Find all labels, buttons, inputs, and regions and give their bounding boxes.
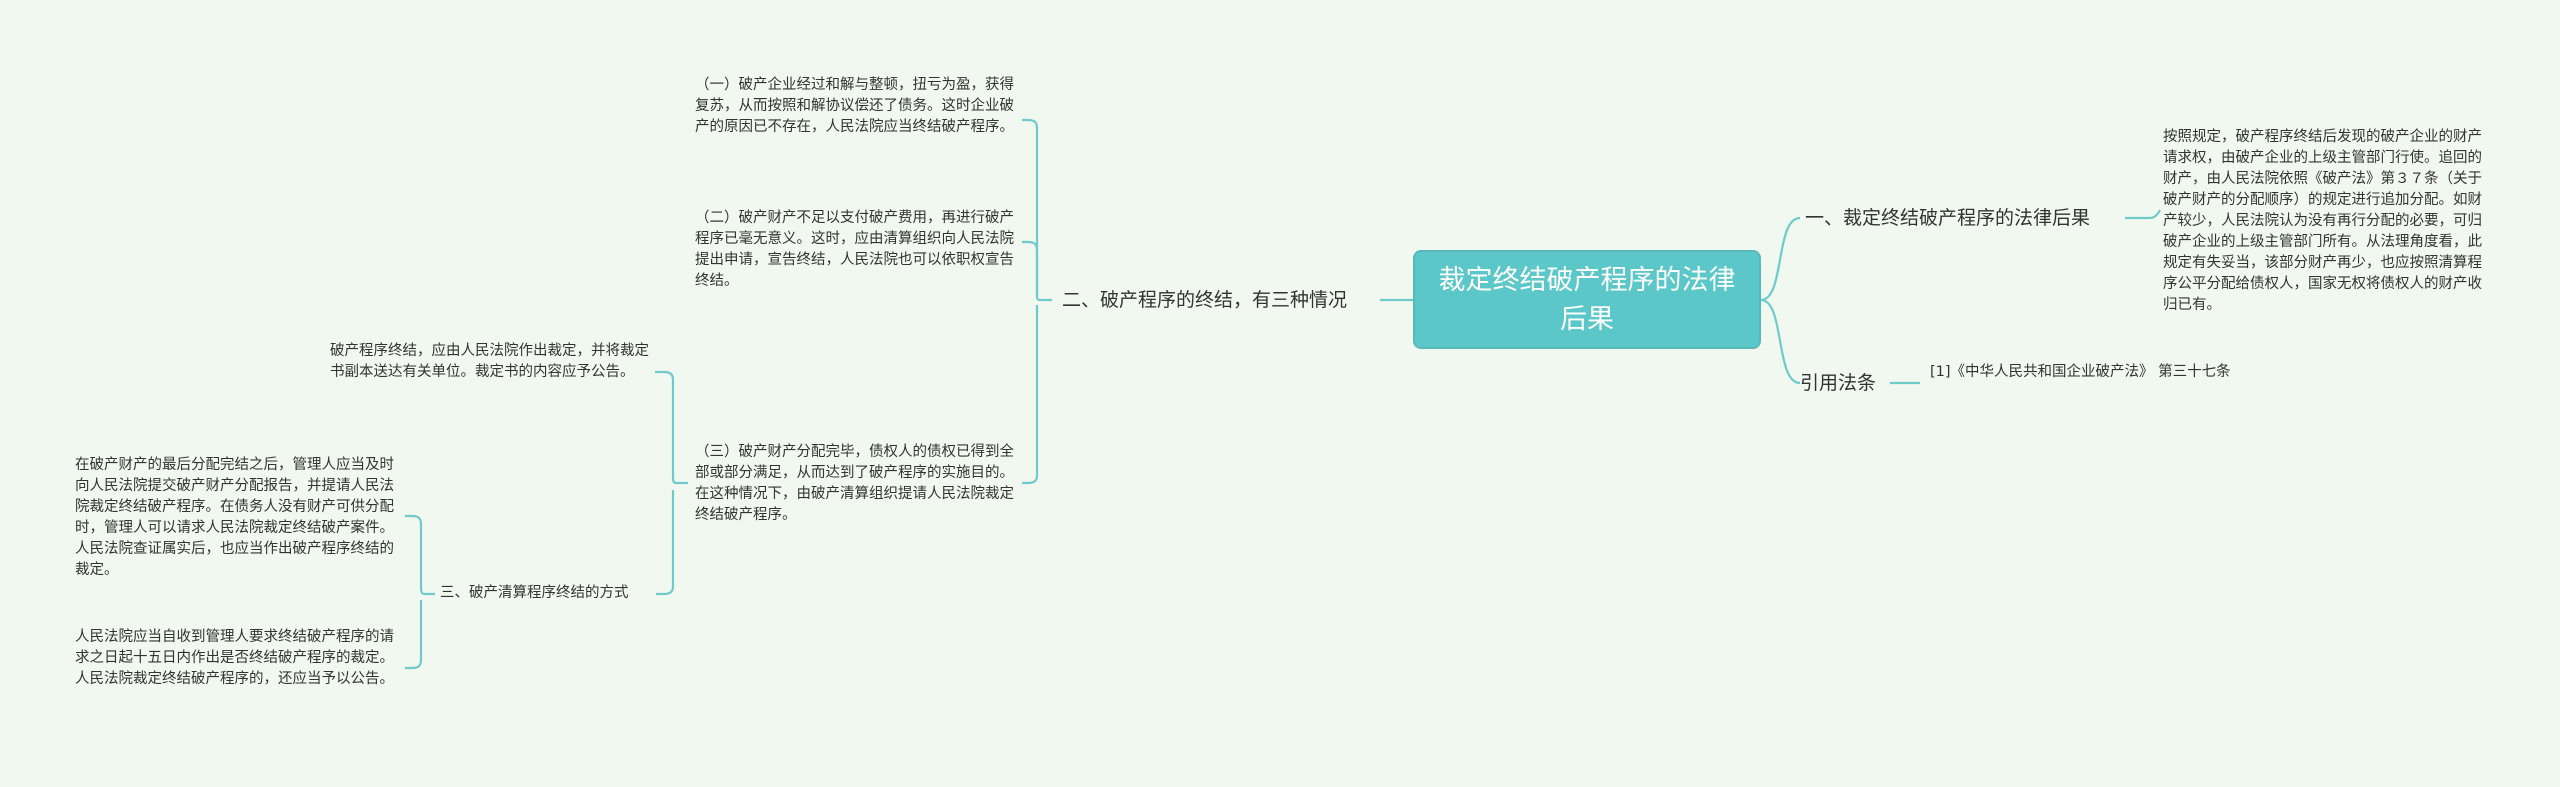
leaf-methods-detail-1[interactable]: 在破产财产的最后分配完结之后，管理人应当及时向人民法院提交破产财产分配报告，并提… bbox=[75, 457, 394, 578]
root-topic[interactable]: 裁定终结破产程序的法律后果 bbox=[1413, 250, 1761, 349]
branch-legal-consequences[interactable]: 一、裁定终结破产程序的法律后果 bbox=[1805, 207, 2091, 229]
connector-root-to-legal-consequences bbox=[1760, 216, 1801, 302]
connector-legal-consequences-to-detail bbox=[2125, 209, 2161, 220]
leaf-ruling-announcement[interactable]: 破产程序终结，应由人民法院作出裁定，并将裁定书副本送达有关单位。裁定书的内容应予… bbox=[330, 343, 649, 380]
leaf-cited-law[interactable]: [1]《中华人民共和国企业破产法》 第三十七条 bbox=[1930, 364, 2231, 380]
connector-three-cases-to-case-2 bbox=[1022, 240, 1039, 295]
branch-three-cases[interactable]: 二、破产程序的终结，有三种情况 bbox=[1062, 289, 1348, 311]
connector-three-cases-to-case-1 bbox=[1022, 118, 1052, 302]
connector-methods-to-detail-2 bbox=[405, 600, 423, 670]
leaf-case-3[interactable]: （三）破产财产分配完毕，债权人的债权已得到全部或部分满足，从而达到了破产程序的实… bbox=[695, 444, 1014, 523]
connector-methods-to-detail-1 bbox=[405, 514, 435, 596]
branch-cited-articles[interactable]: 引用法条 bbox=[1800, 372, 1877, 394]
connector-root-to-cited-articles bbox=[1760, 298, 1801, 385]
leaf-legal-consequences-detail[interactable]: 按照规定，破产程序终结后发现的破产企业的财产请求权，由破产企业的上级主管部门行使… bbox=[2163, 129, 2482, 313]
connector-three-cases-to-case-3 bbox=[1022, 305, 1039, 485]
connector-case-3-to-ruling bbox=[655, 370, 688, 485]
connector-case-3-to-methods bbox=[656, 490, 675, 596]
leaf-case-2[interactable]: （二）破产财产不足以支付破产费用，再进行破产程序已毫无意义。这时，应由清算组织向… bbox=[695, 210, 1014, 289]
subbranch-termination-methods[interactable]: 三、破产清算程序终结的方式 bbox=[440, 585, 629, 601]
leaf-methods-detail-2[interactable]: 人民法院应当自收到管理人要求终结破产程序的请求之日起十五日内作出是否终结破产程序… bbox=[75, 629, 394, 687]
leaf-case-1[interactable]: （一）破产企业经过和解与整顿，扭亏为盈，获得复苏，从而按照和解协议偿还了债务。这… bbox=[695, 77, 1014, 135]
